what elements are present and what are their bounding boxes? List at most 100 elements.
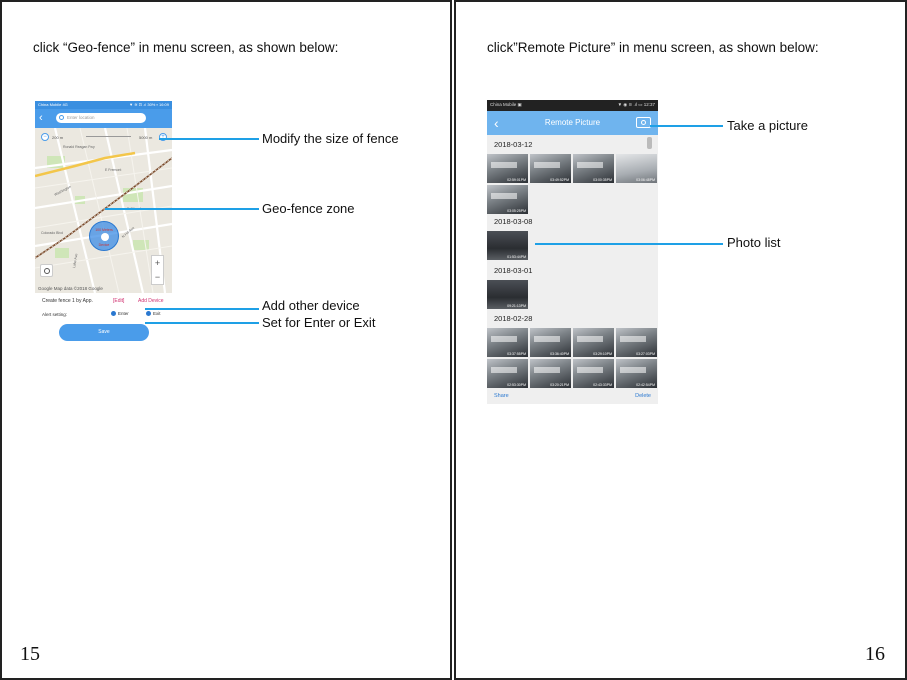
back-arrow-icon[interactable]: ‹ (494, 115, 499, 131)
slider-track[interactable] (86, 136, 131, 137)
photo-thumbnail[interactable]: 02:59:01PM (487, 154, 528, 183)
photo-timestamp: 02:53:30PM (507, 383, 526, 387)
slider-min-label: 200 m (52, 135, 64, 140)
alert-setting-label: Alert setting: (42, 312, 68, 317)
photo-timestamp: 03:36:40PM (550, 352, 569, 356)
street-label: E Fremont (105, 168, 121, 172)
remote-picture-screenshot: China Mobile ▣ ▼ ◉ ≋ .ıl ▭ 12:37 ‹ Remot… (487, 100, 658, 404)
fence-info-text: Create fence 1 by App. (42, 298, 93, 304)
photo-timestamp: 03:20:21PM (550, 383, 569, 387)
photo-timestamp: 03:37:55PM (507, 352, 526, 356)
photo-thumbnail[interactable]: 02:53:30PM (487, 359, 528, 388)
back-arrow-icon[interactable]: ‹ (39, 112, 43, 124)
search-placeholder: Enter location (67, 115, 95, 120)
scrollbar[interactable] (647, 137, 652, 149)
callout-photo-list: Photo list (727, 235, 781, 250)
page-number: 15 (20, 643, 40, 665)
zoom-control[interactable]: + − (151, 255, 164, 285)
photo-thumbnail[interactable]: 03:27:03PM (616, 328, 657, 357)
app-bar: ‹ Remote Picture (487, 111, 658, 135)
callout-enter-exit: Set for Enter or Exit (262, 315, 376, 330)
exit-label: Exit (153, 311, 161, 316)
screen-title: Remote Picture (544, 118, 601, 127)
callout-line (535, 243, 723, 245)
increase-radius-button[interactable]: + (159, 133, 167, 141)
date-group-header: 2018-03-08 (494, 217, 533, 226)
photo-thumbnail[interactable]: 01:53:44PM (487, 231, 528, 260)
carrier-label: China Mobile ▣ (490, 102, 522, 107)
carrier-label: China Mobile 4G (38, 102, 68, 107)
photo-thumbnail[interactable]: 02:42:54PM (616, 359, 657, 388)
callout-modify-size: Modify the size of fence (262, 131, 399, 146)
enter-label: Enter (118, 311, 129, 316)
photo-timestamp: 09:21:13PM (507, 304, 526, 308)
fence-size-slider[interactable]: − 200 m 5000 m + (41, 132, 167, 142)
photo-thumbnail[interactable]: 03:06:48PM (616, 154, 657, 183)
radio-checked-icon (111, 311, 116, 317)
map-attribution: Google Map data ©2018 Google (38, 286, 103, 291)
geo-fence-zone[interactable]: 100 Meters Device (89, 221, 119, 251)
delete-button[interactable]: Delete (635, 393, 651, 399)
decrease-radius-button[interactable]: − (41, 133, 49, 141)
street-label: Ronald Reagan Fwy (63, 145, 95, 149)
photo-timestamp: 02:43:33PM (593, 383, 612, 387)
photo-thumbnail[interactable]: 03:49:52PM (530, 154, 571, 183)
google-logo: Google (38, 286, 53, 291)
photo-timestamp: 03:00:35PM (593, 178, 612, 182)
geo-fence-screenshot: China Mobile 4G ▼ ≋ ⊡ .ıl 30% ▪ 16:09 ‹ … (35, 101, 172, 346)
search-icon (59, 114, 64, 120)
callout-add-device: Add other device (262, 298, 360, 313)
enter-radio[interactable]: Enter (111, 311, 129, 317)
share-button[interactable]: Share (494, 393, 509, 399)
search-input[interactable]: Enter location (56, 113, 146, 123)
photo-thumbnail[interactable]: 03:00:35PM (573, 154, 614, 183)
photo-timestamp: 03:29:10PM (593, 352, 612, 356)
device-marker-icon (101, 233, 109, 241)
zone-device-label: Device (98, 243, 110, 247)
map-view[interactable]: Ronald Reagan Fwy E Fremont Washington C… (35, 128, 172, 293)
photo-thumbnail[interactable]: 02:43:33PM (573, 359, 614, 388)
app-bar: ‹ Enter location (35, 109, 172, 128)
callout-line (650, 125, 723, 127)
photo-thumbnail[interactable]: 03:29:10PM (573, 328, 614, 357)
zoom-out-button[interactable]: − (154, 272, 161, 282)
save-button[interactable]: Save (59, 324, 149, 341)
page-number: 16 (865, 643, 885, 665)
location-icon (44, 268, 50, 274)
page-heading: click “Geo-fence” in menu screen, as sho… (33, 40, 339, 55)
photo-timestamp: 02:42:54PM (636, 383, 655, 387)
take-picture-camera-icon[interactable] (636, 117, 651, 128)
photo-timestamp: 03:05:25PM (507, 209, 526, 213)
zoom-in-button[interactable]: + (154, 258, 161, 268)
status-icons: ▼ ◉ ≋ .ıl ▭ 12:37 (617, 102, 655, 107)
map-data-text: Map data ©2018 Google (53, 286, 103, 291)
photo-thumbnail[interactable]: 03:20:21PM (530, 359, 571, 388)
photo-timestamp: 03:27:03PM (636, 352, 655, 356)
map-roads: Ronald Reagan Fwy E Fremont Washington C… (35, 128, 172, 293)
photo-thumbnail[interactable]: 03:36:40PM (530, 328, 571, 357)
callout-take-picture: Take a picture (727, 118, 808, 133)
exit-radio[interactable]: Exit (146, 311, 161, 317)
photo-timestamp: 03:06:48PM (636, 178, 655, 182)
street-label: Lake Ave (72, 253, 78, 268)
callout-line (145, 308, 259, 310)
add-device-link[interactable]: Add Device (138, 298, 164, 304)
radio-checked-icon (146, 311, 151, 317)
photo-thumbnail[interactable]: 09:21:13PM (487, 280, 528, 309)
status-icons: ▼ ≋ ⊡ .ıl 30% ▪ 16:09 (129, 102, 169, 107)
photo-thumbnail[interactable]: 03:37:55PM (487, 328, 528, 357)
slider-max-label: 5000 m (139, 135, 153, 140)
page-heading: click”Remote Picture” in menu screen, as… (487, 40, 819, 55)
zone-radius-label: 100 Meters (95, 228, 113, 232)
edit-link[interactable]: [Edit] (113, 298, 125, 304)
callout-line (145, 322, 259, 324)
date-group-header: 2018-03-12 (494, 140, 533, 149)
photo-timestamp: 03:49:52PM (550, 178, 569, 182)
camera-lens-icon (641, 120, 646, 125)
my-location-button[interactable] (40, 264, 53, 277)
photo-thumbnail[interactable]: 03:05:25PM (487, 185, 528, 214)
photo-timestamp: 02:59:01PM (507, 178, 526, 182)
page-15: click “Geo-fence” in menu screen, as sho… (0, 0, 452, 680)
callout-line (105, 208, 259, 210)
